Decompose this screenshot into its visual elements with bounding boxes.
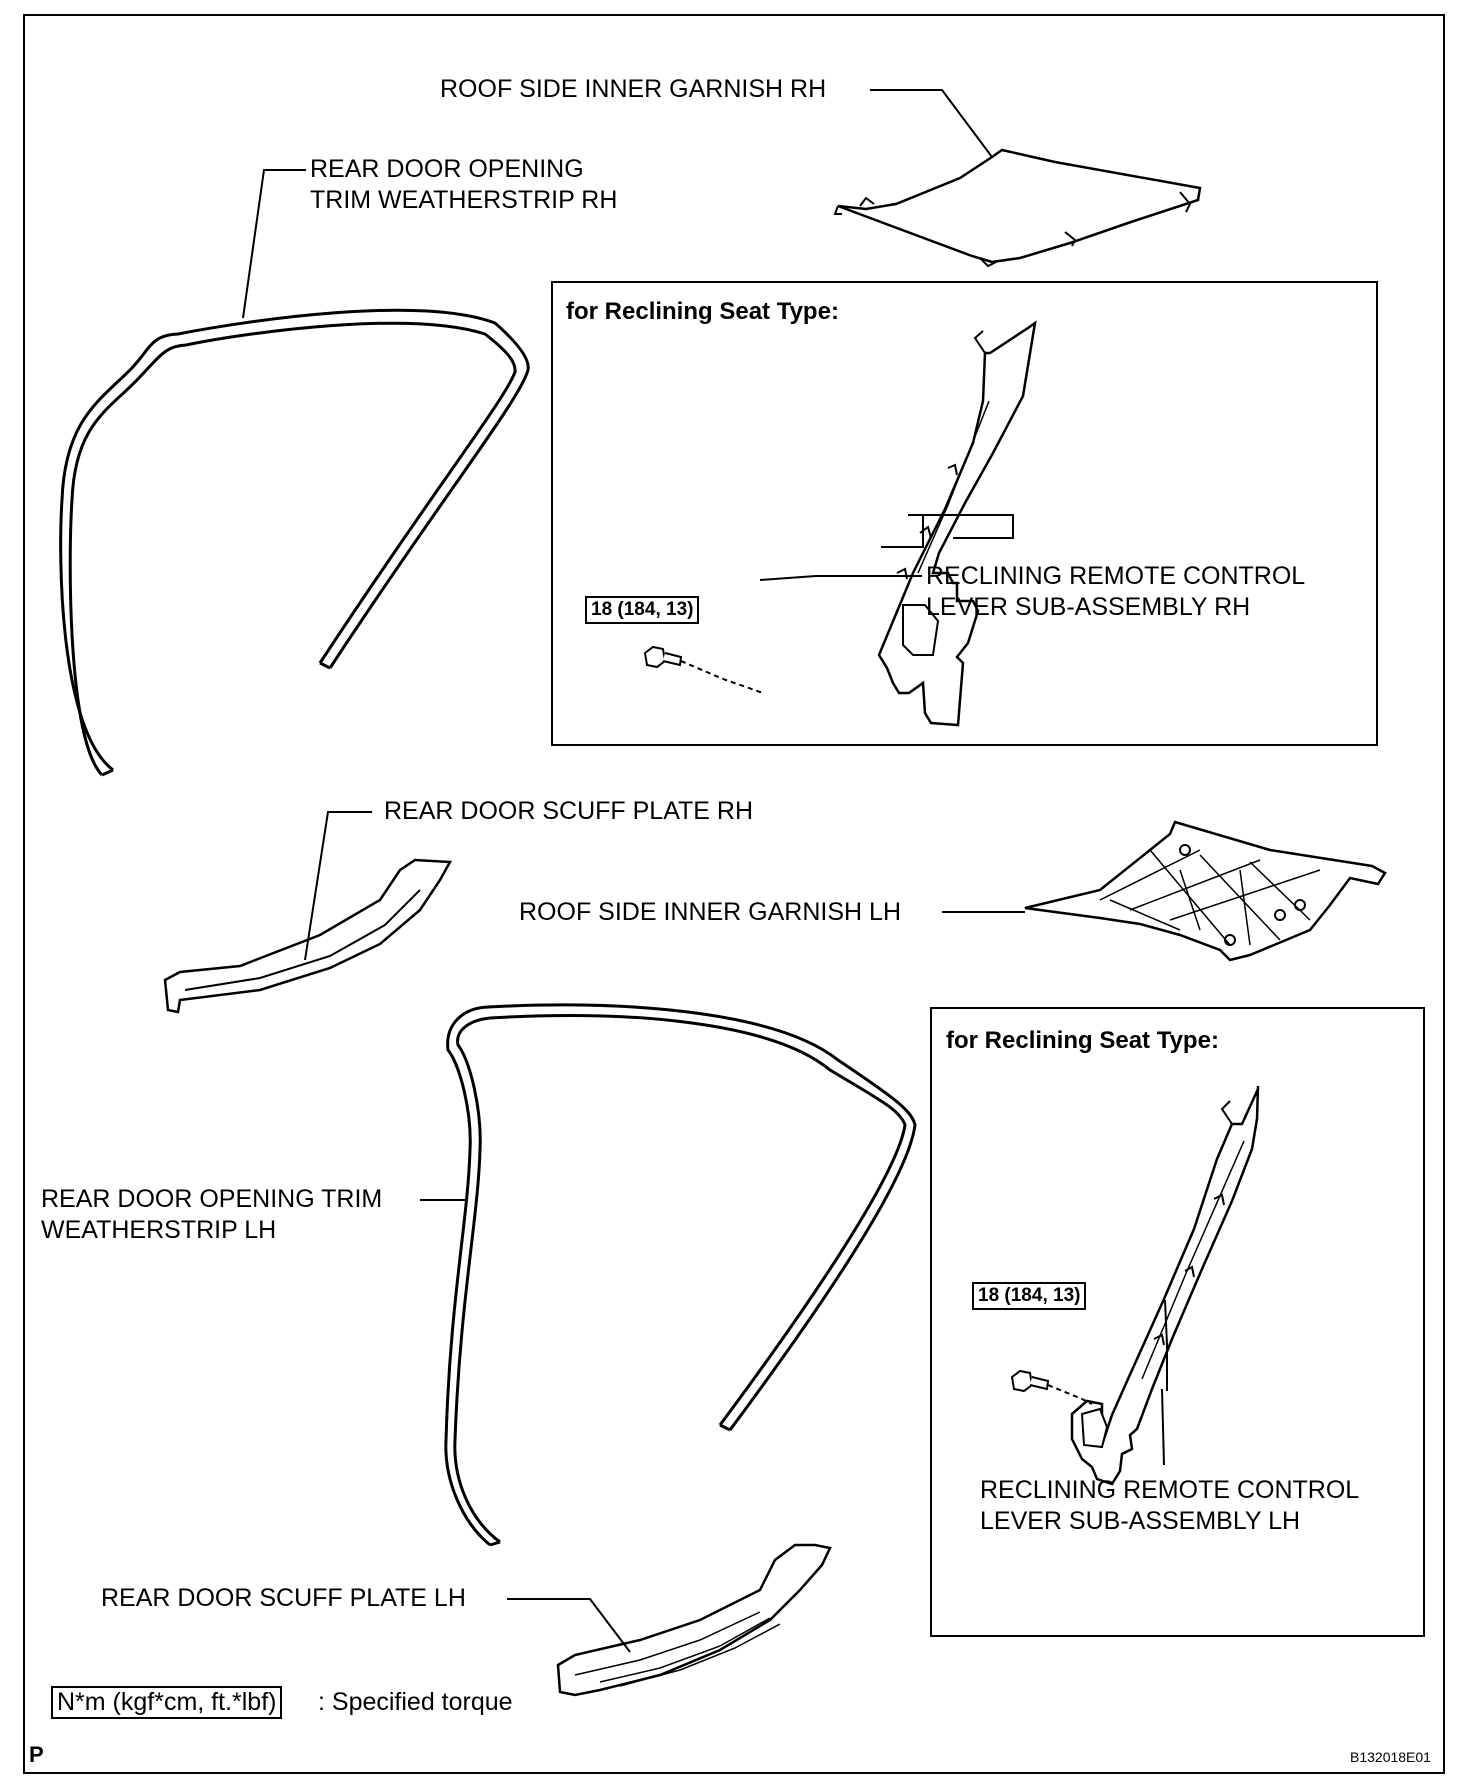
label-rear-door-trim-lh: REAR DOOR OPENING TRIM WEATHERSTRIP LH [41, 1185, 383, 1244]
reclining-seat-box-rh [551, 281, 1378, 746]
torque-tag-lh: 18 (184, 13) [972, 1282, 1087, 1310]
roof-garnish-lh-part [1024, 820, 1387, 962]
label-rear-door-trim-rh: REAR DOOR OPENING TRIM WEATHERSTRIP RH [310, 155, 618, 214]
box-title-rh: for Reclining Seat Type: [566, 298, 839, 325]
weatherstrip-lh-part [444, 1003, 917, 1547]
bolt-rh [643, 645, 764, 694]
scuff-plate-lh-part [556, 1543, 832, 1697]
label-scuff-plate-rh: REAR DOOR SCUFF PLATE RH [384, 797, 754, 825]
figure-code: B132018E01 [1350, 1749, 1431, 1765]
label-scuff-plate-lh: REAR DOOR SCUFF PLATE LH [101, 1584, 466, 1612]
label-roof-garnish-rh: ROOF SIDE INNER GARNISH RH [440, 75, 827, 103]
reclining-seat-box-lh [930, 1007, 1425, 1637]
reclining-lever-rh-part [643, 320, 1037, 727]
roof-garnish-rh-part [833, 148, 1202, 268]
box-title-lh: for Reclining Seat Type: [946, 1027, 1219, 1054]
weatherstrip-rh-part [59, 308, 530, 777]
scuff-plate-rh-part [163, 858, 453, 1014]
diagram-frame [23, 14, 1445, 1774]
bolt-lh [1010, 1369, 1093, 1405]
label-reclining-lever-lh: RECLINING REMOTE CONTROL LEVER SUB-ASSEM… [980, 1476, 1360, 1535]
leader-lines [242, 89, 1025, 1653]
reclining-lever-lh-part [1010, 1085, 1260, 1486]
label-roof-garnish-lh: ROOF SIDE INNER GARNISH LH [519, 898, 901, 926]
page-letter: P [29, 1742, 44, 1767]
label-reclining-lever-rh: RECLINING REMOTE CONTROL LEVER SUB-ASSEM… [926, 562, 1306, 621]
legend-torque-meaning: : Specified torque [318, 1688, 513, 1716]
torque-tag-rh: 18 (184, 13) [585, 596, 700, 624]
legend-torque-units: N*m (kgf*cm, ft.*lbf) [51, 1686, 283, 1719]
